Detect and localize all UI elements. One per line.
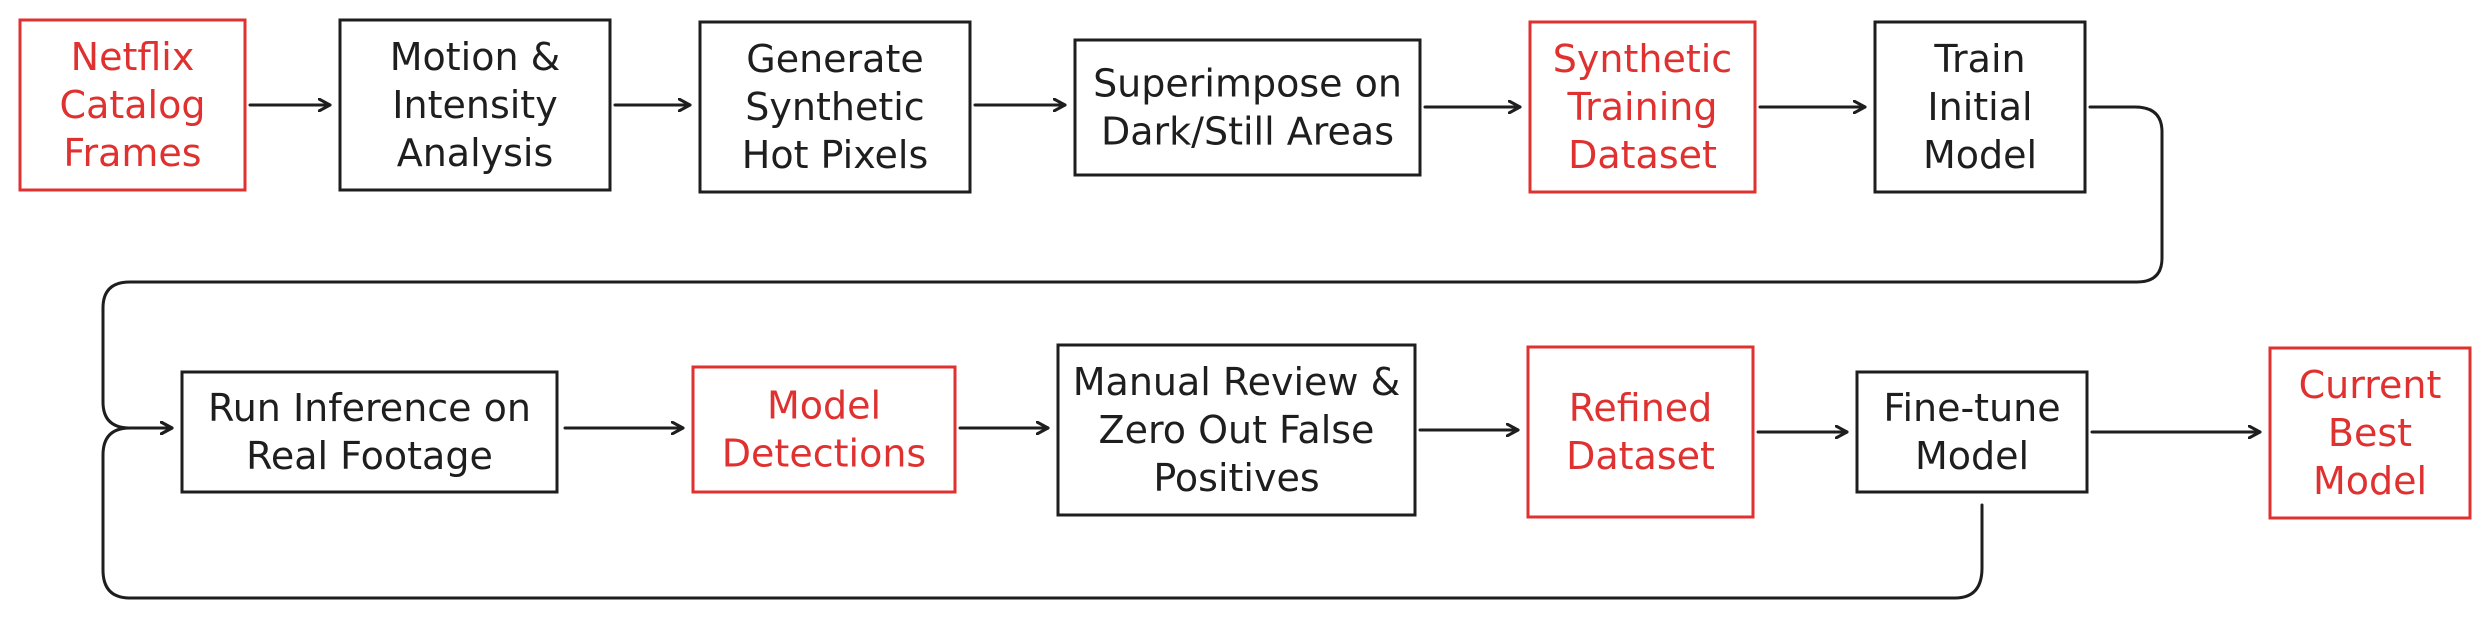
node-label-line: Dataset <box>1566 434 1715 478</box>
node-label-line: Generate <box>746 37 923 81</box>
node-box <box>2268 346 2472 520</box>
node-box <box>1056 343 1417 517</box>
node-label-line: Detections <box>722 432 926 476</box>
node-box <box>1873 20 2087 194</box>
node-label-line: Training <box>1567 85 1718 129</box>
node-box <box>1526 345 1755 519</box>
flow-arrow <box>101 105 2164 428</box>
node-label-line: Netflix <box>71 35 195 79</box>
node-label-line: Intensity <box>392 83 557 127</box>
node-label-line: Frames <box>63 131 201 175</box>
node-label-line: Analysis <box>397 131 554 175</box>
node-label-line: Zero Out False <box>1099 408 1375 452</box>
node-label-line: Real Footage <box>246 434 493 478</box>
node-label-line: Current <box>2299 363 2442 407</box>
node-label-line: Motion & <box>390 35 561 79</box>
node-label-line: Dataset <box>1568 133 1717 177</box>
node-label-line: Manual Review & <box>1073 360 1400 404</box>
node-label-line: Best <box>2328 411 2412 455</box>
node-label-line: Hot Pixels <box>742 133 929 177</box>
node-box <box>1073 38 1422 177</box>
node-box <box>18 18 247 192</box>
node-label-line: Model <box>767 384 881 428</box>
node-label-line: Train <box>1933 37 2025 81</box>
node-label-line: Positives <box>1153 456 1319 500</box>
node-box <box>180 370 559 494</box>
node-box <box>691 365 957 494</box>
node-box <box>698 20 972 194</box>
node-label-line: Synthetic <box>745 85 924 129</box>
node-label-line: Catalog <box>60 83 206 127</box>
node-label-line: Fine-tune <box>1883 386 2060 430</box>
node-label-line: Synthetic <box>1553 37 1732 81</box>
node-label-line: Model <box>1923 133 2037 177</box>
node-box <box>1528 20 1757 194</box>
flow-arrow <box>101 428 1984 600</box>
node-label-line: Superimpose on <box>1093 62 1402 106</box>
node-box <box>1855 370 2089 494</box>
node-label-line: Run Inference on <box>208 386 531 430</box>
node-label-line: Model <box>1915 434 2029 478</box>
node-label-line: Refined <box>1569 386 1713 430</box>
node-label-line: Dark/Still Areas <box>1101 110 1394 154</box>
node-label-line: Model <box>2313 459 2427 503</box>
node-label-line: Initial <box>1927 85 2032 129</box>
node-box <box>338 18 612 192</box>
